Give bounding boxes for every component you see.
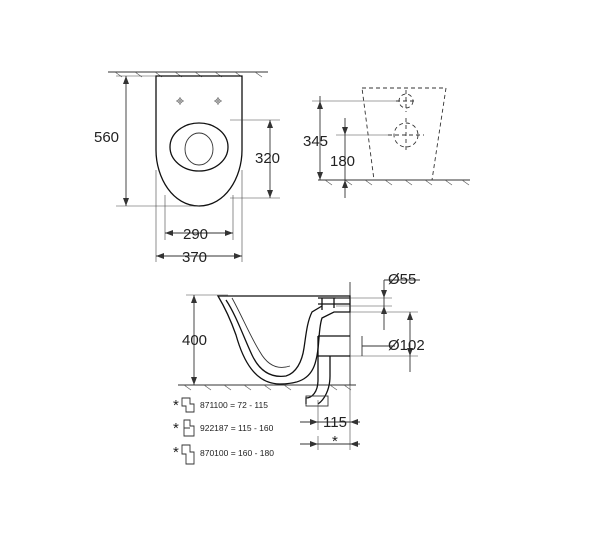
fitting-row: * 870100 = 160 - 180	[173, 444, 274, 465]
fittings-legend: * 871100 = 72 - 115 * 922187 = 115 - 160…	[173, 397, 274, 465]
offset-asterisk-label: *	[332, 433, 338, 450]
height-180-label: 180	[330, 153, 355, 170]
outlet-elbow	[305, 335, 350, 405]
height-560-label: 560	[94, 129, 119, 146]
seat-ring	[169, 122, 229, 172]
inlet-symbol	[396, 90, 416, 112]
fitting-text: 922187 = 115 - 160	[200, 423, 274, 433]
inlet-pipe	[318, 297, 350, 310]
inlet-diameter-label: Ø55	[388, 271, 416, 288]
height-400-label: 400	[182, 332, 207, 349]
fitting-row: * 922187 = 115 - 160	[173, 419, 274, 437]
fitting-marker: *	[173, 420, 179, 437]
fitting-marker: *	[173, 444, 179, 461]
fitting-elbow-icon	[181, 397, 195, 413]
side-view: 345 180	[303, 87, 470, 198]
fitting-text: 870100 = 160 - 180	[200, 448, 274, 458]
bowl-opening	[184, 132, 214, 166]
seat-320-label: 320	[255, 150, 280, 167]
toilet-section-outer	[216, 295, 351, 385]
outlet-symbol	[388, 118, 424, 153]
section-view: 400 Ø55 Ø102 115 *	[178, 271, 425, 450]
frame-outline	[361, 87, 447, 181]
offset-115-label: 115	[323, 414, 347, 431]
width-370-label: 370	[182, 249, 207, 266]
fixing-holes	[176, 97, 222, 105]
bowl-outline	[155, 75, 243, 207]
fitting-marker: *	[173, 397, 179, 414]
fitting-long-elbow-icon	[181, 444, 195, 465]
top-view: 560 320 290 370	[94, 71, 280, 266]
height-345-label: 345	[303, 133, 328, 150]
fitting-offset-icon	[183, 419, 195, 437]
width-290-label: 290	[183, 226, 208, 243]
fitting-text: 871100 = 72 - 115	[200, 400, 268, 410]
toilet-section-inner	[225, 299, 323, 378]
fitting-row: * 871100 = 72 - 115	[173, 397, 268, 414]
outlet-diameter-label: Ø102	[388, 337, 425, 354]
